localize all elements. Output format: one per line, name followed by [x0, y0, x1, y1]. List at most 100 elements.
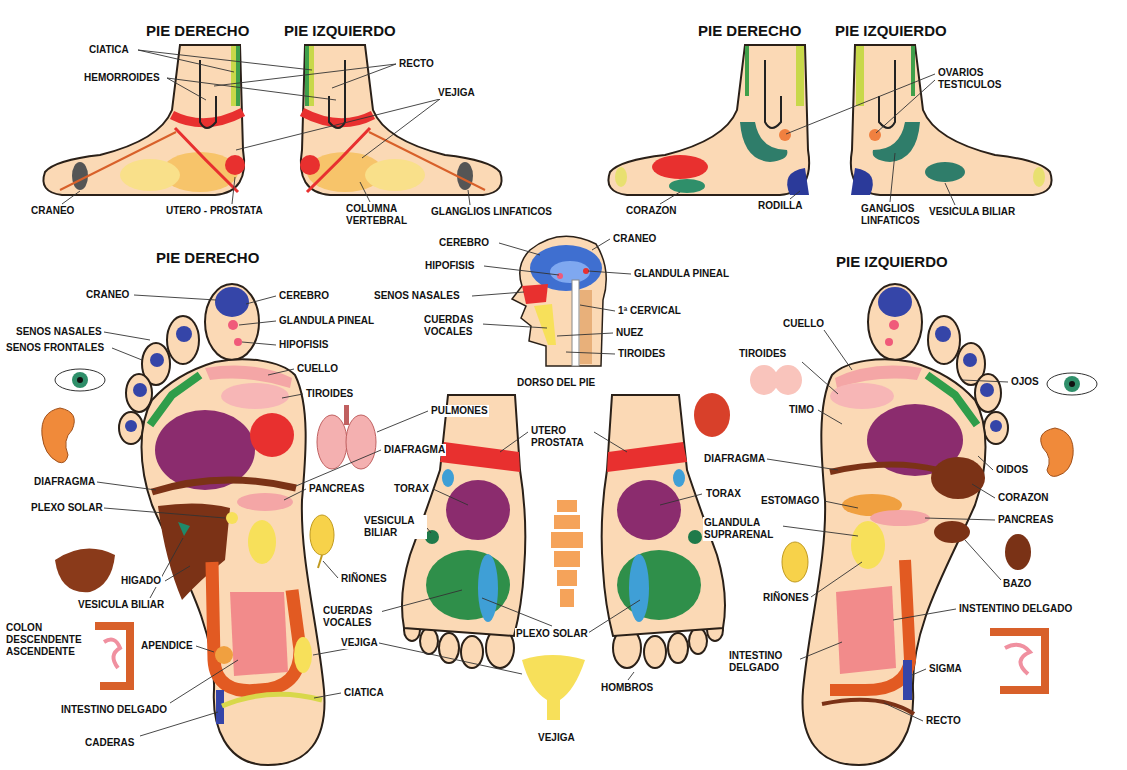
organ-label: SIGMA	[928, 663, 963, 675]
organ-icons	[42, 365, 1097, 720]
head-section-part	[530, 245, 602, 291]
left-sole-part	[802, 284, 1008, 765]
left-sole-part	[830, 560, 910, 690]
leader-lines-part	[472, 292, 524, 296]
leader-lines-part	[876, 80, 935, 133]
leader-lines-part	[239, 321, 276, 325]
organ-label: CIATICA	[88, 44, 130, 56]
left-sole-part	[830, 464, 938, 472]
organ-label: RIÑONES	[762, 592, 810, 604]
dorsum-feet	[402, 395, 725, 668]
organ-label: GLANGLIOS LINFATICOS	[430, 206, 553, 218]
leader-lines-part	[945, 183, 955, 205]
organ-icons-part	[551, 532, 583, 548]
view-title: PIE DERECHO	[145, 22, 250, 40]
leader-lines-part	[112, 348, 142, 360]
organ-icons-part	[1041, 428, 1073, 476]
leader-lines-part	[893, 609, 956, 620]
lateral-views-part	[652, 155, 708, 179]
organ-label: UTERO - PROSTATA	[165, 205, 264, 217]
organ-label: GLANDULA PINEAL	[633, 268, 730, 280]
leader-lines-part	[482, 598, 552, 626]
organ-label: SENOS NASALES	[373, 290, 461, 302]
organ-label: VESICULA BILIAR	[77, 599, 165, 611]
leader-lines-part	[296, 450, 381, 486]
organ-icons-part	[774, 365, 802, 395]
organ-icons-part	[72, 372, 88, 388]
organ-label: PULMONES	[430, 405, 489, 417]
leader-lines-part	[798, 642, 842, 660]
leader-lines-part	[912, 669, 926, 675]
leader-lines-part	[284, 489, 306, 500]
lateral-views	[608, 45, 1051, 195]
leader-lines-part	[138, 50, 312, 70]
leader-lines-part	[978, 456, 993, 470]
right-sole-part	[152, 480, 296, 492]
organ-label: GLANDULA PINEAL	[278, 315, 375, 327]
organ-label: CADERAS	[84, 737, 135, 749]
organ-label: VEJIGA	[537, 732, 576, 744]
leader-lines-part	[246, 296, 276, 304]
lateral-views-part	[669, 179, 705, 193]
organ-label: INSTENTINO DELGADO	[958, 603, 1073, 615]
organ-label: INTESTINO DELGADO	[60, 704, 168, 716]
leader-lines-part	[62, 191, 80, 204]
organ-icons-part	[1047, 373, 1097, 395]
leader-lines-part	[965, 540, 1001, 580]
leader-lines-part	[380, 590, 462, 612]
organ-label: DIAFRAGMA	[703, 453, 766, 465]
leader-lines-part	[268, 369, 294, 375]
organ-label: TIMO	[788, 404, 815, 416]
leader-lines-part	[482, 324, 547, 328]
organ-label: VESICULA BILIAR	[363, 515, 427, 539]
leader-lines-part	[925, 518, 995, 520]
organ-label: OVARIOS TESTICULOS	[937, 67, 1015, 91]
organ-icons-part	[782, 542, 808, 582]
head-section	[512, 236, 606, 366]
view-title: PIE IZQUIERDO	[835, 253, 949, 271]
organ-label: TORAX	[705, 488, 742, 500]
left-sole	[802, 284, 1008, 765]
organ-label: GANGLIOS LINFATICOS	[860, 203, 938, 227]
organ-label: ESTOMAGO	[760, 495, 820, 507]
head-section-part	[550, 261, 590, 283]
organ-label: CUELLO	[296, 363, 339, 375]
organ-label: TIROIDES	[305, 388, 354, 400]
leader-lines-part	[360, 182, 370, 202]
view-title: PIE DERECHO	[155, 249, 260, 267]
organ-icons-part	[522, 655, 585, 720]
organ-icons-part	[1069, 381, 1075, 387]
leader-lines-part	[236, 99, 440, 150]
leader-lines-part	[818, 410, 842, 424]
leader-lines-part	[588, 600, 640, 633]
organ-icons-part	[554, 551, 580, 567]
leader-lines-part	[196, 646, 214, 652]
organ-label: PLEXO SOLAR	[515, 628, 589, 640]
organ-label: HIPOFISIS	[278, 339, 329, 351]
leader-lines-part	[377, 411, 428, 432]
organ-label: CRANEO	[85, 289, 130, 301]
lateral-views-part	[608, 45, 809, 195]
organ-label: OIDOS	[995, 464, 1029, 476]
organ-icons-part	[318, 555, 322, 568]
organ-label: OJOS	[1010, 376, 1040, 388]
leader-lines-part	[802, 362, 838, 394]
organ-label: CEREBRO	[438, 237, 490, 249]
leader-lines-part	[824, 501, 858, 508]
organ-label: SENOS NASALES	[15, 326, 103, 338]
lateral-views-part	[851, 45, 1052, 195]
right-sole-part	[221, 383, 289, 409]
organ-label: CUERDAS VOCALES	[423, 314, 483, 338]
leader-lines-part	[468, 190, 470, 205]
leader-lines-part	[790, 191, 800, 199]
organ-label: DORSO DEL PIE	[516, 377, 596, 389]
lateral-views-part	[925, 162, 965, 182]
organ-label: GLANDULA SUPRARENAL	[703, 517, 783, 541]
organ-label: VEJIGA	[340, 637, 379, 649]
organ-label: VESICULA BILIAR	[928, 206, 1016, 218]
leader-lines-part	[890, 153, 895, 202]
organ-label: RODILLA	[757, 200, 803, 212]
organ-label: HOMBROS	[600, 682, 654, 694]
organ-label: DIAFRAGMA	[383, 444, 446, 456]
